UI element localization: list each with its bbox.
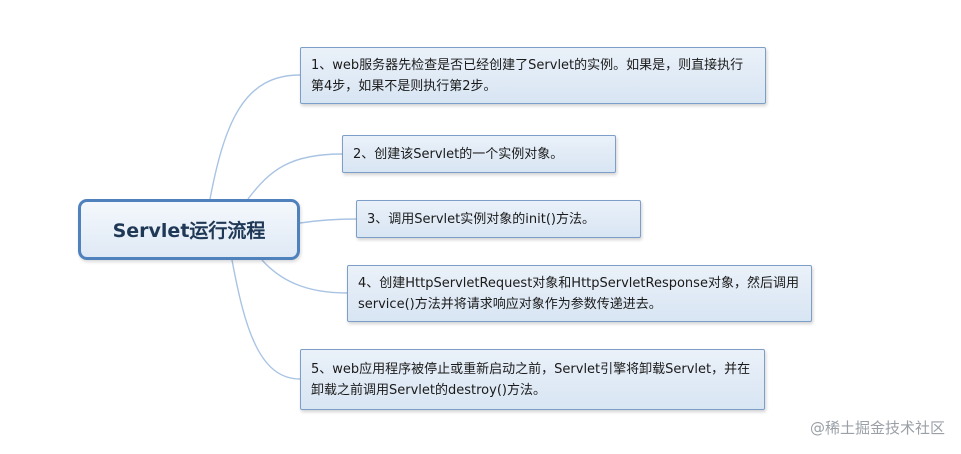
connector-step-1 bbox=[209, 74, 301, 200]
step-1-text: 1、web服务器先检查是否已经创建了Servlet的实例。如果是，则直接执行第4… bbox=[311, 57, 744, 94]
connector-step-2 bbox=[247, 153, 343, 200]
watermark: @稀土掘金技术社区 bbox=[809, 419, 945, 437]
connector-step-5 bbox=[231, 259, 301, 380]
root-topic[interactable]: Servlet运行流程 bbox=[78, 199, 300, 260]
connector-step-4 bbox=[261, 259, 348, 294]
step-5-text: 5、web应用程序被停止或重新启动之前，Servlet引擎将卸载Servlet，… bbox=[311, 361, 751, 398]
root-topic-label: Servlet运行流程 bbox=[112, 220, 266, 242]
step-2-text: 2、创建该Servlet的一个实例对象。 bbox=[353, 146, 564, 162]
step-4-topic[interactable]: 4、创建HttpServletRequest对象和HttpServletResp… bbox=[347, 265, 812, 322]
step-2-topic[interactable]: 2、创建该Servlet的一个实例对象。 bbox=[342, 135, 616, 173]
connector-step-3 bbox=[299, 218, 357, 224]
step-3-topic[interactable]: 3、调用Servlet实例对象的init()方法。 bbox=[356, 200, 641, 238]
step-1-topic[interactable]: 1、web服务器先检查是否已经创建了Servlet的实例。如果是，则直接执行第4… bbox=[300, 47, 766, 104]
step-3-text: 3、调用Servlet实例对象的init()方法。 bbox=[367, 211, 595, 227]
step-5-topic[interactable]: 5、web应用程序被停止或重新启动之前，Servlet引擎将卸载Servlet，… bbox=[300, 349, 765, 410]
step-4-text: 4、创建HttpServletRequest对象和HttpServletResp… bbox=[358, 275, 799, 312]
